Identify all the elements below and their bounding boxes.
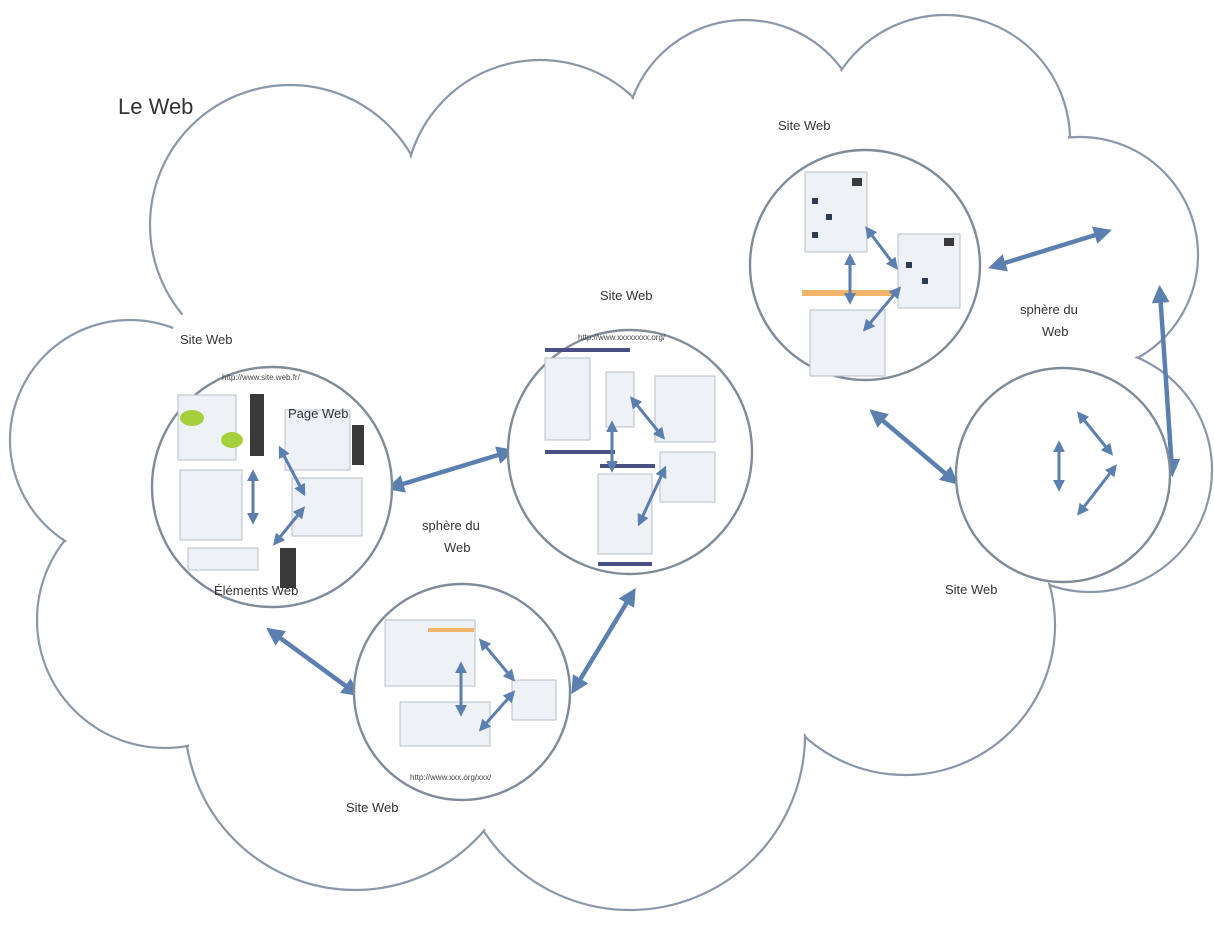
link-topright-to-right-arrow <box>869 409 959 485</box>
site-right-inner-arrows <box>1053 411 1117 516</box>
site-left-label: Site Web <box>180 332 233 347</box>
site-center-top-url: http://www.xxxxxxxx.org/ <box>578 333 666 342</box>
site-top-right-pages <box>802 171 961 377</box>
link-right-outward-arrow <box>1151 284 1181 478</box>
site-center-top: Site Web http://www.xxxxxxxx.org/ <box>506 288 754 576</box>
diagram-title: Le Web <box>118 94 193 119</box>
sphere-center-line2: Web <box>444 540 471 555</box>
site-center-top-inner-arrows <box>606 396 667 527</box>
elements-web-label: Éléments Web <box>214 583 298 598</box>
site-links <box>266 226 1181 697</box>
site-bottom-label: Site Web <box>346 800 399 815</box>
site-bottom-pages <box>384 619 557 747</box>
link-topright-outward-arrow <box>988 226 1112 272</box>
site-right-circle <box>954 366 1172 584</box>
site-bottom: http://www.xxx.org/xxx/ Site Web <box>346 582 572 815</box>
site-left-url: http://www.site.web.fr/ <box>222 373 301 382</box>
sphere-center-line1: sphère du <box>422 518 480 533</box>
site-right: Site Web <box>945 366 1172 597</box>
site-bottom-inner-arrows <box>455 638 516 732</box>
site-center-top-label: Site Web <box>600 288 653 303</box>
sphere-label-center: sphère du Web <box>422 518 480 555</box>
site-top-right-inner-arrows <box>844 226 902 332</box>
sphere-label-right: sphère du Web <box>1020 302 1078 339</box>
site-top-right: Site Web <box>748 118 982 382</box>
site-bottom-url: http://www.xxx.org/xxx/ <box>410 773 492 782</box>
site-top-right-label: Site Web <box>778 118 831 133</box>
site-right-label: Site Web <box>945 582 998 597</box>
link-left-to-bottom-arrow <box>266 627 360 697</box>
site-center-top-pages <box>544 348 716 566</box>
link-left-to-center-arrow <box>386 446 515 493</box>
site-left-inner-arrows <box>247 445 306 546</box>
sphere-right-line2: Web <box>1042 324 1069 339</box>
page-web-label: Page Web <box>288 406 348 421</box>
sphere-right-line1: sphère du <box>1020 302 1078 317</box>
site-left: Site Web http://www.site.web.fr/ Page We… <box>150 332 394 609</box>
link-bottom-to-center-arrow <box>571 587 636 695</box>
